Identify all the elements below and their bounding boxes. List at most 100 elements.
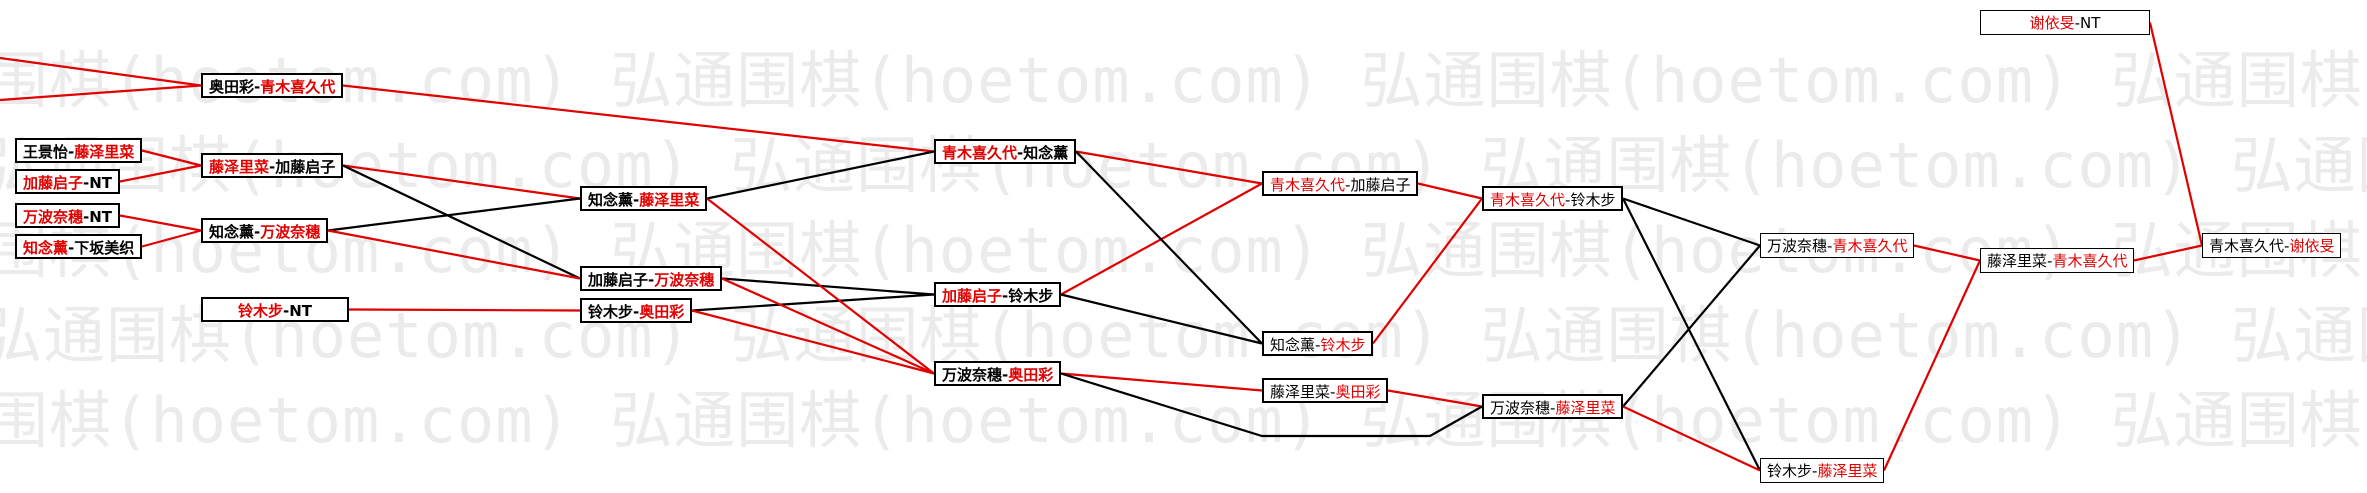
match-box[interactable]: 铃木步-NT [201,297,349,322]
player-2: 青木喜久代 [260,78,336,96]
player-2: 铃木步 [1570,191,1616,209]
player-2: 铃木步 [1320,336,1366,354]
match-box[interactable]: 加藤启子-万波奈穗 [580,266,723,291]
match-box[interactable]: 青木喜久代-加藤启子 [1262,171,1419,196]
player-1: 铃木步 [1767,462,1813,480]
connector-line [119,214,202,232]
player-2: 知念薰 [1023,144,1069,162]
player-1: 藤泽里菜 [1987,252,2048,270]
player-2: 藤泽里菜 [1817,462,1878,480]
match-box[interactable]: 王景怡-藤泽里菜 [15,138,143,163]
player-2: 奥田彩 [639,303,685,321]
match-box[interactable]: 知念薰-下坂美织 [15,234,143,259]
player-2: 青木喜久代 [2052,252,2128,270]
connector-line [1882,260,1982,471]
player-1: 王景怡 [23,143,69,161]
connector-line [1913,244,1981,262]
match-box[interactable]: 青木喜久代-谢依旻 [2202,233,2342,258]
connector-line [721,277,935,375]
connector-line [2148,22,2204,246]
connector-line [1060,372,1483,438]
player-1: 青木喜久代 [942,144,1018,162]
player-2: 万波奈穗 [654,271,715,289]
player-2: 奥田彩 [1008,366,1054,384]
player-1: 加藤启子 [942,287,1003,305]
match-box[interactable]: 藤泽里菜-加藤启子 [201,153,344,178]
player-1: 奥田彩 [209,78,255,96]
player-1: 知念薰 [1270,336,1316,354]
match-box[interactable]: 青木喜久代-知念薰 [934,139,1077,164]
connector-line [327,229,581,280]
connector-line [342,164,581,200]
player-1: 铃木步 [237,302,283,320]
player-1: 青木喜久代 [1270,176,1346,194]
connector-line [1372,197,1483,345]
connector-line [1622,244,1761,408]
player-1: 知念薰 [588,191,634,209]
connector-line [691,293,935,312]
connector-line [141,149,202,167]
match-box[interactable]: 万波奈穗-奥田彩 [934,361,1062,386]
player-2: NT [89,208,113,226]
match-box[interactable]: 知念薰-藤泽里菜 [580,186,708,211]
connector-line [327,197,581,232]
connector-line [691,309,935,375]
connector-line [1622,198,1761,471]
player-2: 谢依旻 [2289,237,2335,255]
match-box[interactable]: 加藤启子-铃木步 [934,282,1062,307]
connector-line [342,164,581,280]
match-box[interactable]: 奥田彩-青木喜久代 [201,73,344,98]
match-box[interactable]: 铃木步-藤泽里菜 [1760,458,1885,483]
connector-line [348,308,581,312]
connector-line [1622,197,1761,247]
connector-line [1075,150,1263,185]
player-2: 铃木步 [1008,287,1054,305]
player-1: 青木喜久代 [1490,191,1566,209]
connector-line [1060,293,1263,345]
match-box[interactable]: 铃木步-奥田彩 [580,298,693,323]
player-2: 藤泽里菜 [74,143,135,161]
player-2: 加藤启子 [275,158,336,176]
player-1: 谢依旻 [2029,14,2075,32]
player-2: 青木喜久代 [1832,237,1908,255]
connector-line [1075,150,1263,345]
player-1: 知念薰 [209,223,255,241]
player-2: NT [289,302,313,320]
connector-line [1060,372,1263,392]
connector-line [0,56,202,87]
match-box[interactable]: 知念薰-铃木步 [1262,331,1374,356]
player-2: 藤泽里菜 [639,191,700,209]
player-1: 万波奈穗 [1490,399,1551,417]
match-box[interactable]: 加藤启子-NT [15,169,121,194]
player-1: 铃木步 [588,303,634,321]
player-1: 青木喜久代 [2209,237,2285,255]
connector-line [721,277,935,296]
match-box[interactable]: 藤泽里菜-青木喜久代 [1980,248,2135,273]
match-box[interactable]: 万波奈穗-NT [15,203,121,228]
player-1: 知念薰 [23,239,69,257]
player-1: 万波奈穗 [942,366,1003,384]
player-2: NT [2080,14,2101,32]
connector-line [0,84,202,102]
player-2: 万波奈穗 [260,223,321,241]
connector-line [1417,182,1483,200]
player-1: 加藤启子 [588,271,649,289]
connector-line [342,84,935,153]
connector-line [2133,244,2203,262]
connector-line [706,197,935,375]
match-box[interactable]: 藤泽里菜-奥田彩 [1262,378,1389,403]
connector-line [141,229,202,248]
match-box[interactable]: 知念薰-万波奈穗 [201,218,329,243]
match-box[interactable]: 谢依旻-NT [1980,10,2150,35]
player-2: NT [89,174,113,192]
connector-line [1622,405,1761,472]
player-1: 藤泽里菜 [209,158,270,176]
connector-line [1387,389,1483,408]
connector-line [706,150,935,200]
match-box[interactable]: 万波奈穗-藤泽里菜 [1482,394,1624,419]
player-1: 藤泽里菜 [1270,383,1331,401]
match-box[interactable]: 万波奈穗-青木喜久代 [1760,233,1915,258]
player-1: 加藤启子 [23,174,84,192]
match-box[interactable]: 青木喜久代-铃木步 [1482,186,1624,211]
player-1: 万波奈穗 [1767,237,1828,255]
